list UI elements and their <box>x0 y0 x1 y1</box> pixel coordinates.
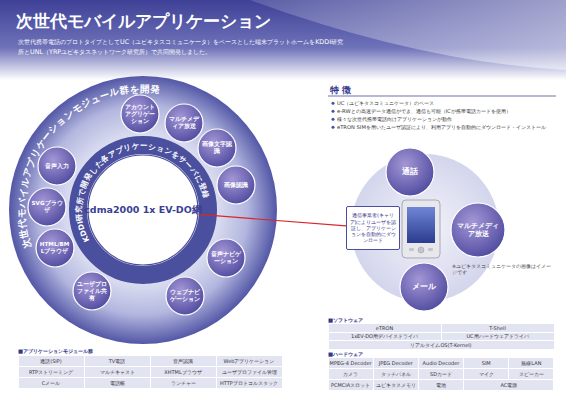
table-cell: 無線LAN <box>509 358 553 368</box>
node-label: SVGブラウザ <box>31 200 63 214</box>
module-circle: 音声ナビゲーション <box>206 238 246 278</box>
table-cell: Cメール <box>19 378 84 388</box>
table-cell: AC電源 <box>464 380 553 390</box>
table-cell: スピーカー <box>509 369 553 379</box>
node-label: ユーザプロファイル共有 <box>76 281 108 302</box>
table-heading: ■アプリケーションモジュール群 <box>18 348 238 355</box>
heading-rule <box>328 96 556 97</box>
node-label: 音声入力 <box>45 163 69 170</box>
table-cell: T-Shell <box>442 324 554 332</box>
node-label: HTML/BMLブラウザ <box>39 241 71 255</box>
table-cell: eTRON <box>329 324 441 332</box>
module-circle: 画像文字認識 <box>197 128 237 168</box>
table-cell: TV電話 <box>85 356 150 366</box>
network-circle: cdma2000 1x EV-DO網 <box>87 154 199 266</box>
module-circle: アカウントアグリゲーション <box>120 94 160 134</box>
module-ring: 次世代モバイルアプリケーションモジュール群を開発KDDI研究所で開発した各アプリ… <box>8 75 278 345</box>
node-label: メール <box>412 282 436 292</box>
node-label: 画像認識 <box>224 182 248 189</box>
module-circle: 音声入力 <box>37 146 77 186</box>
table-cell: マイク <box>464 369 508 379</box>
node-label: マルチメディア放送 <box>168 116 200 130</box>
node-label: 音声ナビゲーション <box>210 251 242 265</box>
feature-bullet: UC（ユビキタスコミュニケータ）のベース <box>337 100 555 107</box>
table-cell: Audio Decoder <box>419 358 463 368</box>
table-cell: SDカード <box>419 369 463 379</box>
table-cell: Webアプリケーション <box>217 356 282 366</box>
table-cell: マルチキャスト <box>85 367 150 377</box>
header-band <box>0 0 566 80</box>
table-cell: 電池 <box>419 380 463 390</box>
table-cell: UC用ハードウェアドライバ <box>442 333 554 341</box>
table-cell: ランチャー <box>151 378 216 388</box>
table-cell: ユビキタスメモリ <box>374 380 418 390</box>
table-heading: ■ソフトウェア <box>328 317 488 324</box>
module-circle: ウェブナビゲーション <box>165 276 205 316</box>
module-circle: ユーザプロファイル共有 <box>72 271 112 311</box>
note-text: ※ユビキタスコミュニケータの画像はイメージです <box>452 264 552 276</box>
node-label: cdma2000 1x EV-DO網 <box>84 204 202 216</box>
node-label: ウェブナビゲーション <box>169 289 201 303</box>
table-cell: 1xEV-DO用デバイスドライバ <box>329 333 441 341</box>
module-circle: マルチメディア放送 <box>164 103 204 143</box>
connector-line <box>199 214 346 226</box>
feature-circle: メール <box>399 262 449 312</box>
table-cell: JPEG Decoder <box>374 358 418 368</box>
node-label: マルチメディア放送 <box>454 222 502 239</box>
table-cell: HTTPプロトコルスタック <box>217 378 282 388</box>
callout-box: 通信事業者(キャリア)によりユーザを認証し、アプリケーションを自動的にダウンロー… <box>346 206 400 250</box>
module-circle: SVGブラウザ <box>27 187 67 227</box>
table-cell: ユーザプロファイル管理 <box>217 367 282 377</box>
intro-text: 次世代携帯電話のプロトタイプとしてUC（ユビキタスコミュニケータ）をベースとした… <box>18 38 348 58</box>
page-title: 次世代モバイルアプリケーション <box>16 10 271 33</box>
feature-bullet: e-RWとの高速データ通信ができ、通信も可能（ICが携帯電話カードを使用） <box>337 108 555 115</box>
table-cell: カメラ <box>329 369 373 379</box>
table-heading: ■ハードウェア <box>328 351 488 358</box>
module-circle: 画像認識 <box>216 165 256 205</box>
table-cell: タッチパネル <box>374 369 418 379</box>
feature-bullet: 様々な次世代携帯電話向けアプリケーションが動作 <box>337 116 555 123</box>
node-label: アカウントアグリゲーション <box>124 104 156 125</box>
module-circle: HTML/BMLブラウザ <box>35 228 75 268</box>
feature-bullet: eTRON SIMを用いたユーザ認証により、利用アプリを自動的にダウンロード・イ… <box>337 124 555 131</box>
section-heading: 特 徴 <box>330 85 410 96</box>
table-cell: XHTMLブラウザ <box>151 367 216 377</box>
feature-circle: 通話 <box>385 147 435 197</box>
table-cell: 電話帳 <box>85 378 150 388</box>
node-label: 通話 <box>402 167 418 177</box>
table-cell: 通話(SIP) <box>19 356 84 366</box>
table-cell: SIM <box>464 358 508 368</box>
node-label: 画像文字認識 <box>201 141 233 155</box>
table-cell: リアルタイムOS(T-Kernel) <box>329 341 554 349</box>
table-cell: RTPストリーミング <box>19 367 84 377</box>
table-cell: PCMCIAスロット <box>329 380 373 390</box>
bullet-dots <box>332 102 335 129</box>
table-cell: MPEG-4 Decoder <box>329 358 373 368</box>
table-cell: 音声認識 <box>151 356 216 366</box>
node-label: 通信事業者(キャリア)によりユーザを認証し、アプリケーションを自動的にダウンロー… <box>349 212 397 243</box>
header-swoosh <box>250 0 566 70</box>
feature-circle: マルチメディア放送 <box>450 202 506 258</box>
device-illustration <box>402 200 440 258</box>
